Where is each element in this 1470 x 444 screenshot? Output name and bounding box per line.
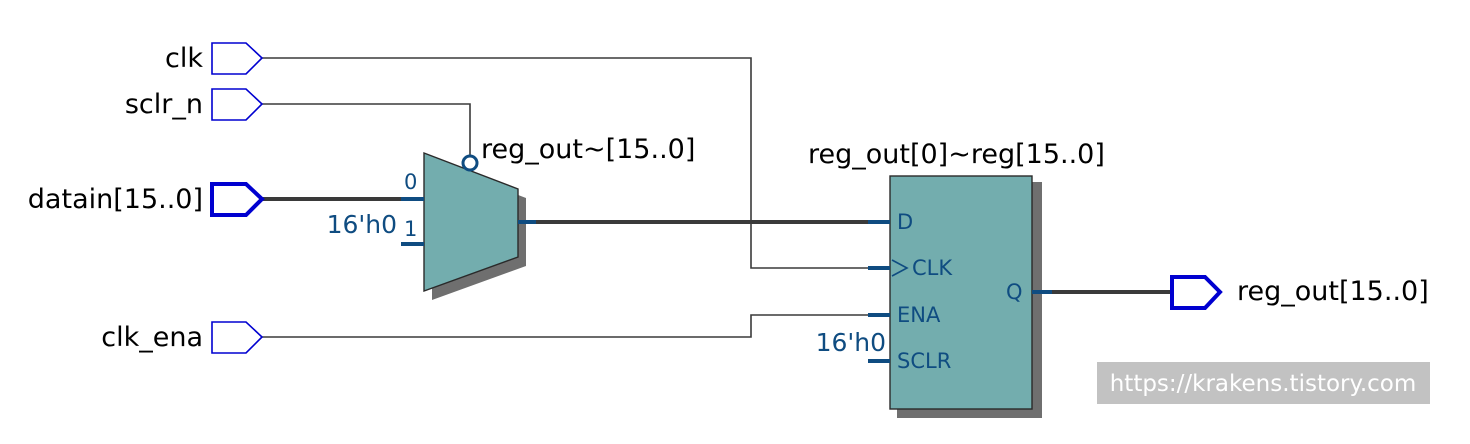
mux-const-label: 16'h0 [327, 210, 397, 239]
output-bus-port-shape [1170, 275, 1223, 310]
mux-input0-label: 0 [404, 170, 417, 194]
pin-ena-label: ENA [897, 303, 941, 327]
port-label-datain: datain[15..0] [28, 184, 203, 215]
mux-input1-label: 1 [404, 217, 417, 241]
port-reg-out[interactable]: reg_out[15..0] [1170, 275, 1429, 310]
port-datain[interactable]: datain[15..0] [28, 182, 265, 217]
input-bus-port-shape [210, 182, 265, 217]
mux-block[interactable]: 0 1 16'h0 reg_out~[15..0] [327, 134, 696, 300]
port-sclr-n[interactable]: sclr_n [125, 88, 264, 121]
port-label-clk-ena: clk_ena [101, 322, 203, 353]
pin-clk-label: CLK [912, 256, 953, 280]
mux-select-bubble [461, 154, 479, 172]
input-port-shape [211, 88, 264, 121]
pin-d-label: D [897, 210, 913, 234]
watermark-text: https://krakens.tistory.com [1110, 371, 1417, 397]
pin-sclr-label: SCLR [897, 349, 951, 373]
port-clk-ena[interactable]: clk_ena [101, 321, 264, 354]
port-label-sclr-n: sclr_n [125, 89, 203, 120]
register-name: reg_out[0]~reg[15..0] [808, 139, 1105, 170]
register-block[interactable]: reg_out[0]~reg[15..0] D CLK ENA SCLR 16'… [808, 139, 1105, 418]
port-label-clk: clk [165, 43, 203, 74]
watermark: https://krakens.tistory.com [1097, 362, 1430, 404]
wire-sclr-n [262, 103, 471, 156]
input-port-shape [211, 321, 264, 354]
mux-name: reg_out~[15..0] [481, 134, 695, 165]
watermark-background [1097, 362, 1430, 404]
wire-clk-ena [262, 314, 872, 338]
port-label-reg-out: reg_out[15..0] [1237, 276, 1429, 307]
port-clk[interactable]: clk [165, 42, 264, 75]
pin-q-label: Q [1006, 280, 1023, 304]
wire-clk [262, 57, 872, 269]
sclr-const-label: 16'h0 [816, 328, 886, 357]
clock-triangle-icon [891, 259, 909, 277]
register-body [889, 175, 1033, 410]
input-port-shape [211, 42, 264, 75]
